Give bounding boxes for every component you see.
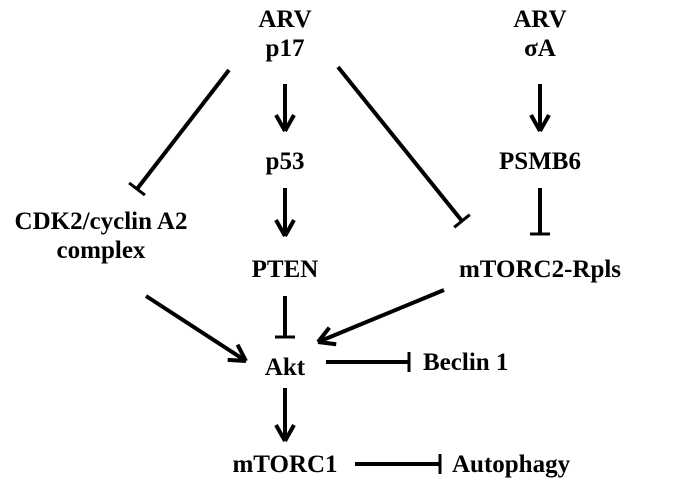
edge-p17-to-p53-arrowhead-b [283,114,296,132]
edge-cdk2-to-akt-arrowhead-b [235,343,248,362]
node-autophagy: Autophagy [452,450,570,479]
node-sigma-a: σA [524,34,556,63]
node-p53-label: p53 [265,148,305,175]
node-cdk2-line1: CDK2/cyclin A2 [14,208,188,235]
node-akt: Akt [265,353,305,382]
node-arv-right: ARV [513,5,566,34]
node-cdk2-cyclin-a2: CDK2/cyclin A2 complex [15,207,188,265]
edge-mtorc2-to-akt-arrowhead-a [316,326,331,344]
node-p17: p17 [266,34,305,63]
node-arv-right-label: ARV [513,6,567,33]
node-mtorc1-label: mTORC1 [232,451,338,478]
edge-sigma-a-to-psmb6-arrowhead-b [538,114,551,132]
edge-p17-to-mtorc2-inhibition-line [336,65,464,223]
edge-p17-to-p53-arrowhead-a [274,114,287,132]
node-autophagy-label: Autophagy [452,451,571,478]
node-pten-label: PTEN [251,256,319,283]
edge-akt-to-mtorc1-arrowhead-b [283,424,296,442]
edge-cdk2-to-akt-activation-arrow [144,294,246,362]
edge-p17-to-cdk2-inhibition-line [135,68,231,191]
node-pten: PTEN [252,255,319,284]
node-p17-label: p17 [265,35,305,62]
node-psmb6-label: PSMB6 [499,148,581,175]
edge-p17-to-mtorc2-inhibition-bar [453,213,471,229]
node-akt-label: Akt [264,354,306,381]
node-arv-left-label: ARV [258,6,312,33]
node-p53: p53 [266,147,305,176]
edge-sigma-a-to-psmb6-arrowhead-a [529,114,542,132]
node-beclin1-label: Beclin 1 [423,349,509,376]
edge-cdk2-to-akt-arrowhead-a [227,357,247,363]
node-sigma-a-label: σA [524,35,556,62]
node-mtorc1: mTORC1 [232,450,337,479]
edge-p53-to-pten-arrowhead-b [283,219,296,237]
node-psmb6: PSMB6 [499,147,581,176]
edge-mtorc2-to-akt-arrowhead-b [317,340,337,347]
node-beclin1: Beclin 1 [423,348,508,377]
node-arv-left: ARV [258,5,311,34]
node-mtorc2-label: mTORC2-Rpls [458,256,622,283]
edge-akt-to-mtorc1-arrowhead-a [274,424,287,442]
node-mtorc2-rpls: mTORC2-Rpls [459,255,621,284]
edge-p17-to-cdk2-inhibition-bar [128,181,146,197]
edge-p53-to-pten-arrowhead-a [274,219,287,237]
edge-mtorc2-to-akt-activation-arrow [319,288,445,344]
node-cdk2-line2: complex [56,237,146,264]
